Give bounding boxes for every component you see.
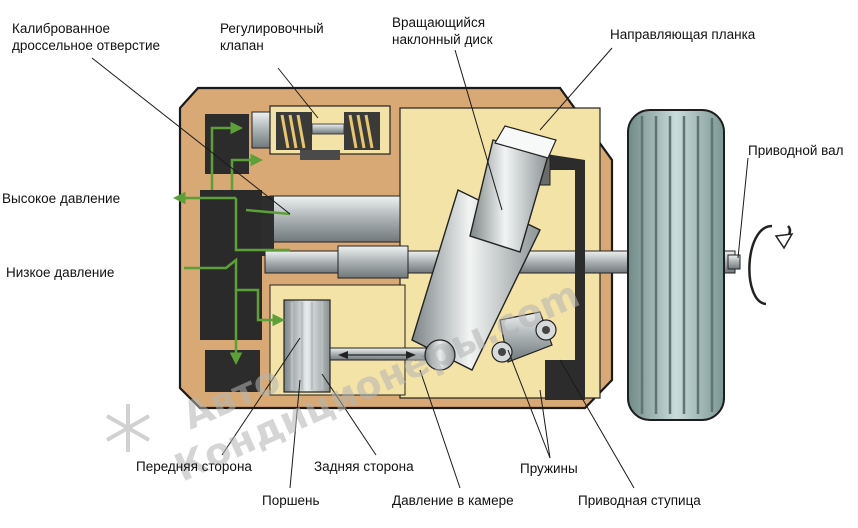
pulley — [627, 109, 725, 421]
snowflake-icon — [106, 404, 150, 452]
label-low-pressure: Низкое давление — [6, 265, 115, 280]
label-guide-bar: Направляющая планка — [610, 27, 756, 42]
piston-stroke-arrow — [338, 351, 416, 359]
guide-bar-linkage — [491, 311, 557, 363]
leader-lines — [91, 47, 749, 489]
label-control-valve: Регулировочный клапан — [220, 21, 324, 53]
label-swash-plate: Вращающийся наклонный диск — [392, 15, 493, 47]
label-piston: Поршень — [262, 493, 320, 508]
control-valve — [269, 105, 391, 160]
label-rear-side: Задняя сторона — [314, 459, 414, 474]
label-chamber-pressure: Давление в камере — [392, 493, 514, 508]
label-springs: Пружины — [520, 461, 578, 476]
label-drive-hub: Приводная ступица — [578, 493, 701, 508]
label-calibrated-orifice: Калиброванное дроссельное отверстие — [12, 21, 160, 53]
label-front-side: Передняя сторона — [136, 459, 252, 474]
label-drive-shaft: Приводной вал — [748, 143, 844, 158]
rotation-arrow — [748, 224, 794, 306]
piston — [283, 299, 456, 393]
refrigerant-flow — [173, 121, 291, 365]
label-high-pressure: Высокое давление — [2, 191, 121, 206]
